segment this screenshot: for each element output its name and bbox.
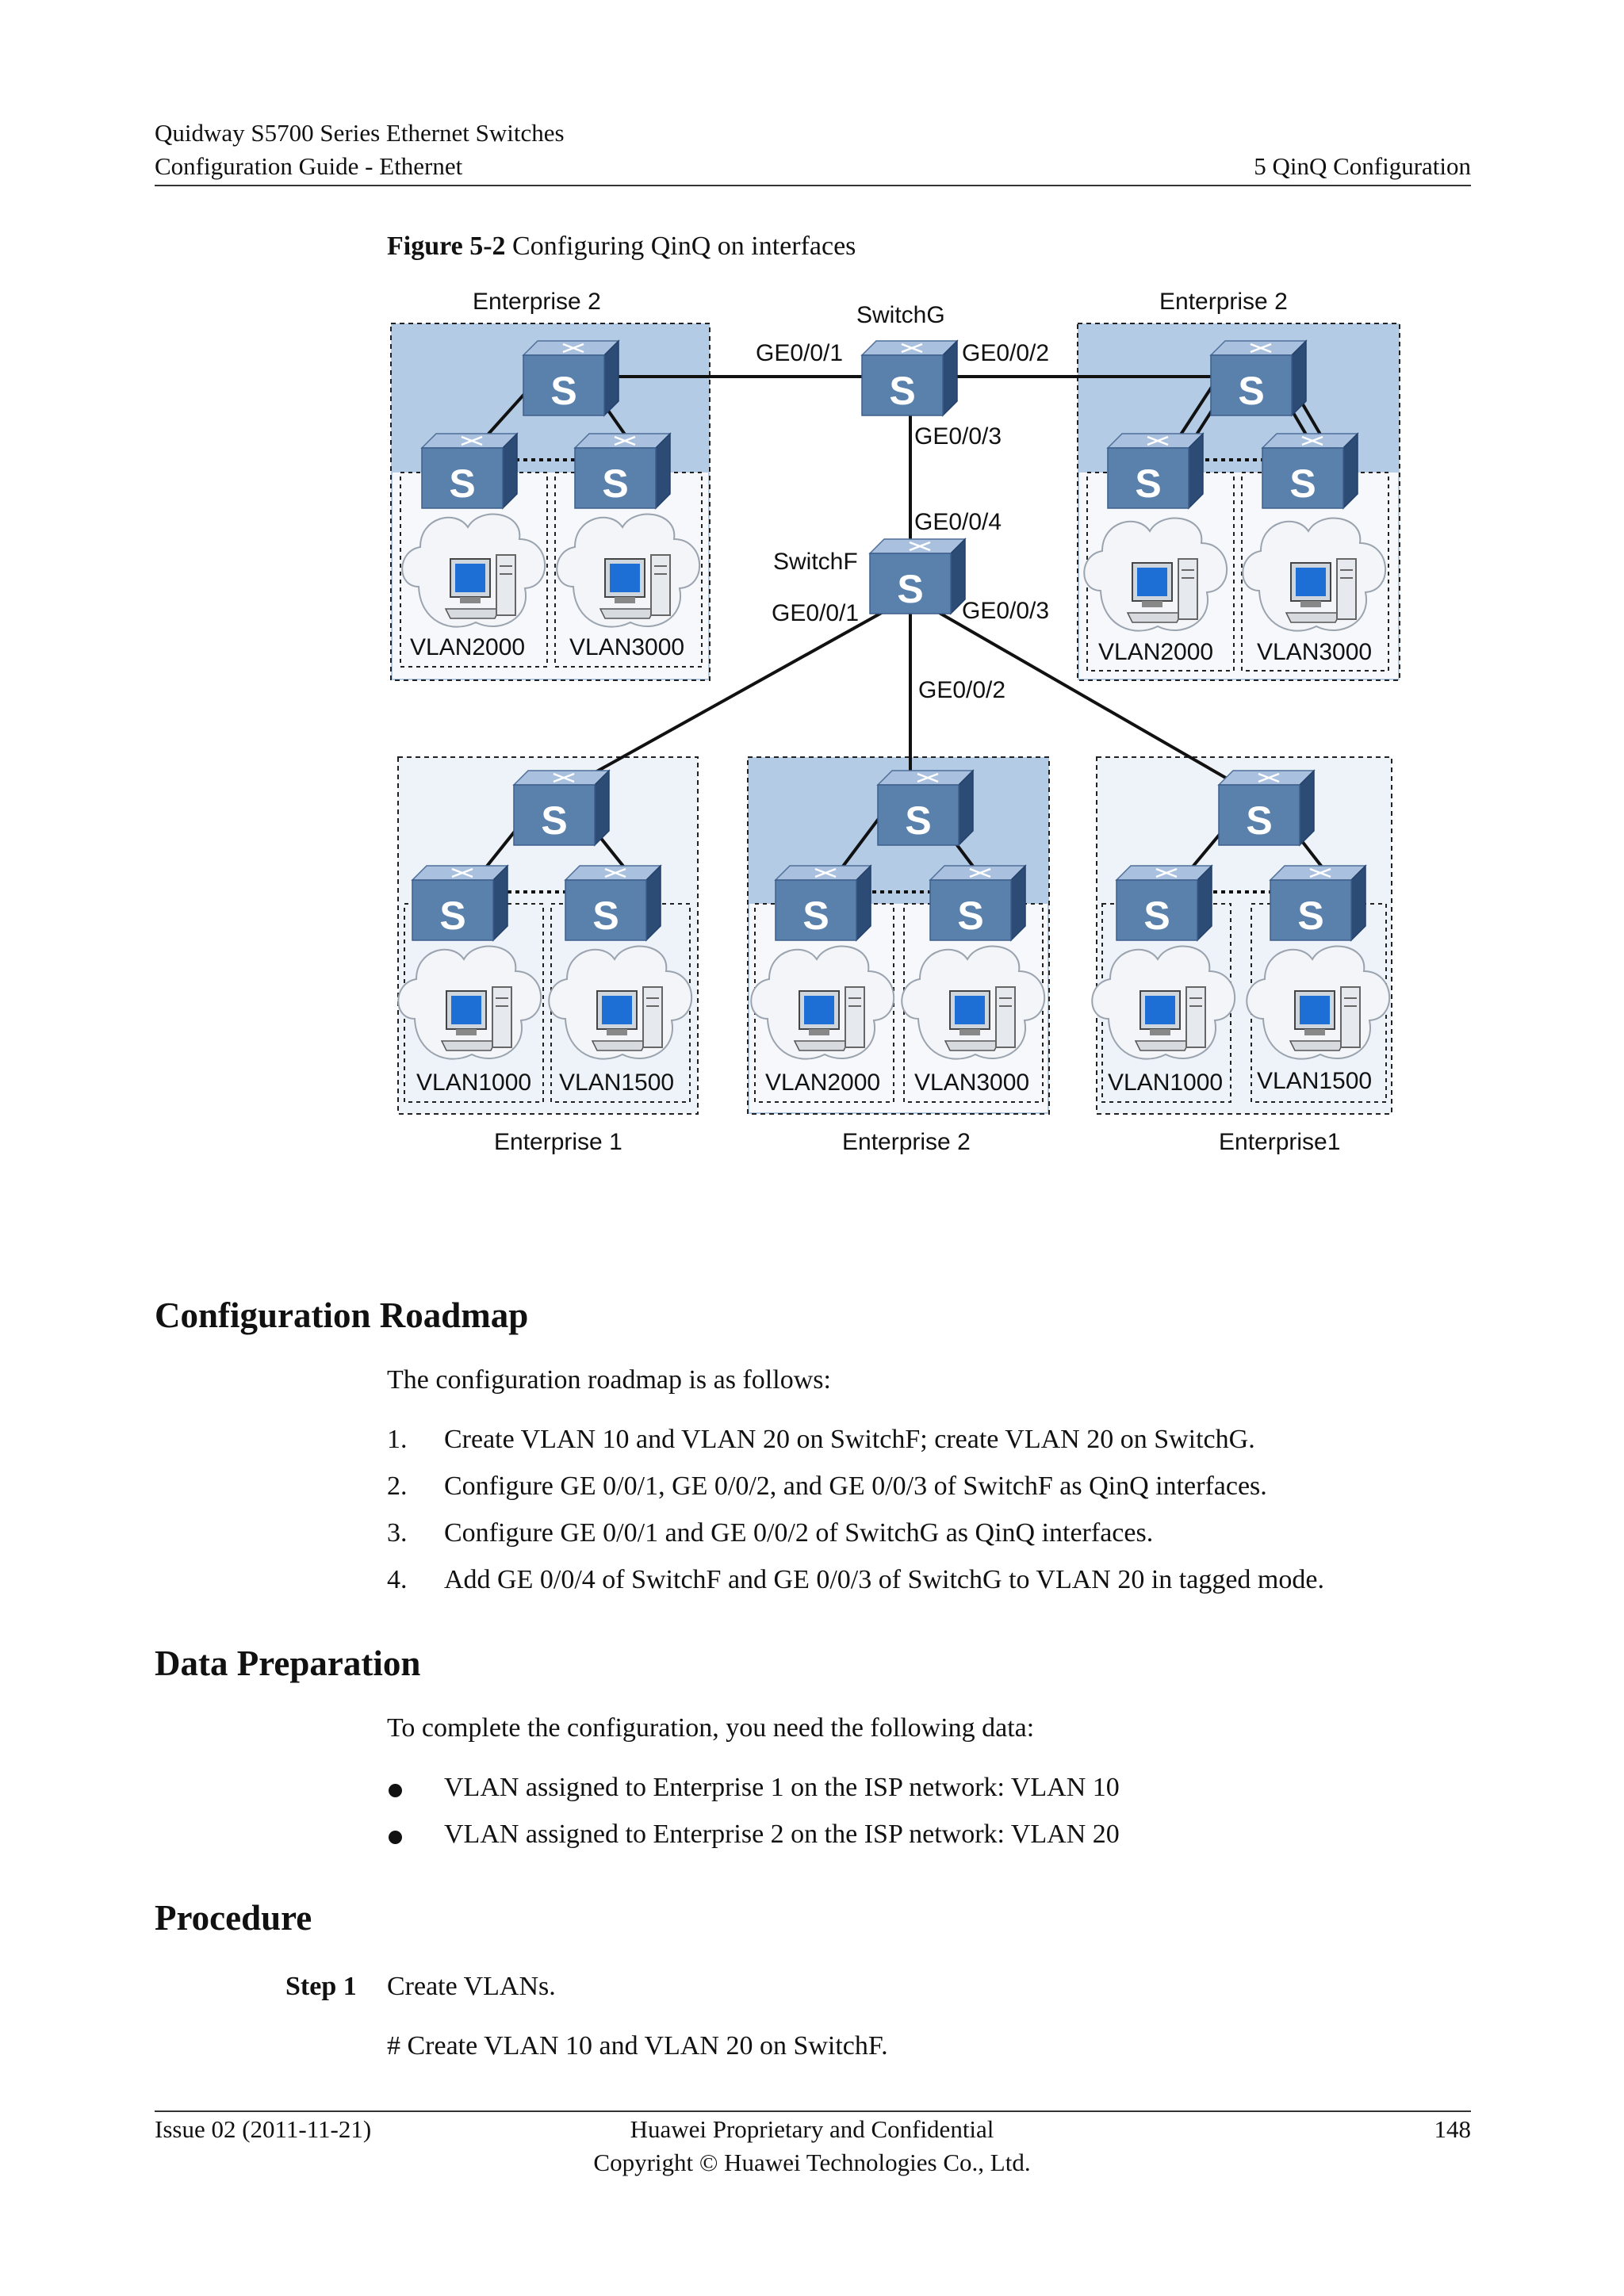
port-label: GE0/0/3 [962,598,1049,624]
switch-icon [929,864,1027,942]
footer-confidential: Huawei Proprietary and Confidential [630,2115,994,2143]
switch-g-label: SwitchG [856,302,945,328]
roadmap-step-number: 3. [387,1518,408,1548]
switch-icon [1115,864,1213,942]
vlan-label: VLAN1500 [559,1070,674,1096]
switch-icon [1106,432,1205,510]
vlan-label: VLAN3000 [914,1070,1029,1096]
port-label: GE0/0/4 [914,509,1002,535]
data-prep-item: VLAN assigned to Enterprise 2 on the ISP… [444,1820,1120,1849]
site-label: Enterprise 2 [1159,289,1288,315]
link-f3 [921,601,1246,790]
switch-icon [564,864,662,942]
header-guide: Configuration Guide - Ethernet [155,152,463,180]
step-label: Step 1 [285,1972,357,2001]
switch-icon [1217,769,1316,847]
roadmap-step-number: 2. [387,1471,408,1501]
footer-page-number: 148 [1434,2115,1472,2143]
port-label: GE0/0/2 [962,340,1049,366]
site-label: Enterprise 1 [494,1129,622,1155]
port-label: GE0/0/1 [756,340,843,366]
header-product: Quidway S5700 Series Ethernet Switches [155,119,565,147]
port-label: GE0/0/2 [918,677,1005,703]
site-label: Enterprise 2 [842,1129,971,1155]
figure-caption: Figure 5-2 Configuring QinQ on interface… [387,232,856,262]
vlan-label: VLAN1500 [1257,1068,1372,1094]
step-text: Create VLANs. [387,1972,556,2001]
vlan-label: VLAN3000 [1257,639,1372,665]
header-rule [155,185,1471,186]
vlan-label: VLAN3000 [569,634,684,660]
footer-copyright: Copyright © Huawei Technologies Co., Ltd… [593,2149,1031,2176]
roadmap-intro: The configuration roadmap is as follows: [387,1365,831,1395]
vlan-label: VLAN2000 [765,1070,880,1096]
switch-icon [420,432,519,510]
links [474,365,1334,882]
roadmap-step-text: Configure GE 0/0/1, GE 0/0/2, and GE 0/0… [444,1471,1267,1501]
bullet-icon [389,1784,402,1797]
vlan-label: VLAN1000 [1108,1070,1223,1096]
port-label: GE0/0/1 [772,600,859,626]
link-f1 [586,601,901,779]
switch-icon [411,864,509,942]
switch-icon [522,339,620,417]
footer-rule [155,2110,1471,2112]
roadmap-step-text: Configure GE 0/0/1 and GE 0/0/2 of Switc… [444,1518,1154,1548]
switch-icon [1269,864,1367,942]
switch-icon [1261,432,1359,510]
data-prep-item: VLAN assigned to Enterprise 1 on the ISP… [444,1773,1120,1802]
qinq-topology-diagram: S [390,289,1400,1155]
site-label: Enterprise 2 [473,289,601,315]
bullet-icon [389,1831,402,1844]
figure-caption-text: Configuring QinQ on interfaces [512,232,856,261]
switch-f-icon [868,538,967,615]
switch-icon [774,864,872,942]
switch-f-label: SwitchF [773,549,858,575]
footer-issue: Issue 02 (2011-11-21) [155,2115,372,2143]
switch-g-icon [860,339,959,417]
switch-icon [573,432,672,510]
site-label: Enterprise1 [1219,1129,1340,1155]
data-prep-heading: Data Preparation [155,1644,421,1683]
data-prep-intro: To complete the configuration, you need … [387,1713,1035,1743]
switch-icon [512,769,611,847]
roadmap-step-text: Add GE 0/0/4 of SwitchF and GE 0/0/3 of … [444,1565,1324,1594]
header-chapter: 5 QinQ Configuration [1254,152,1471,180]
figure-number: Figure 5-2 [387,232,506,261]
step-comment: # Create VLAN 10 and VLAN 20 on SwitchF. [387,2031,888,2061]
port-label: GE0/0/3 [914,423,1002,450]
switch-icon [876,769,975,847]
vlan-label: VLAN2000 [410,634,525,660]
switch-icon [1209,339,1308,417]
roadmap-step-number: 1. [387,1425,408,1454]
vlan-label: VLAN1000 [416,1070,531,1096]
procedure-heading: Procedure [155,1898,312,1938]
roadmap-step-number: 4. [387,1565,408,1594]
roadmap-heading: Configuration Roadmap [155,1295,529,1335]
vlan-label: VLAN2000 [1098,639,1213,665]
roadmap-step-text: Create VLAN 10 and VLAN 20 on SwitchF; c… [444,1425,1255,1454]
